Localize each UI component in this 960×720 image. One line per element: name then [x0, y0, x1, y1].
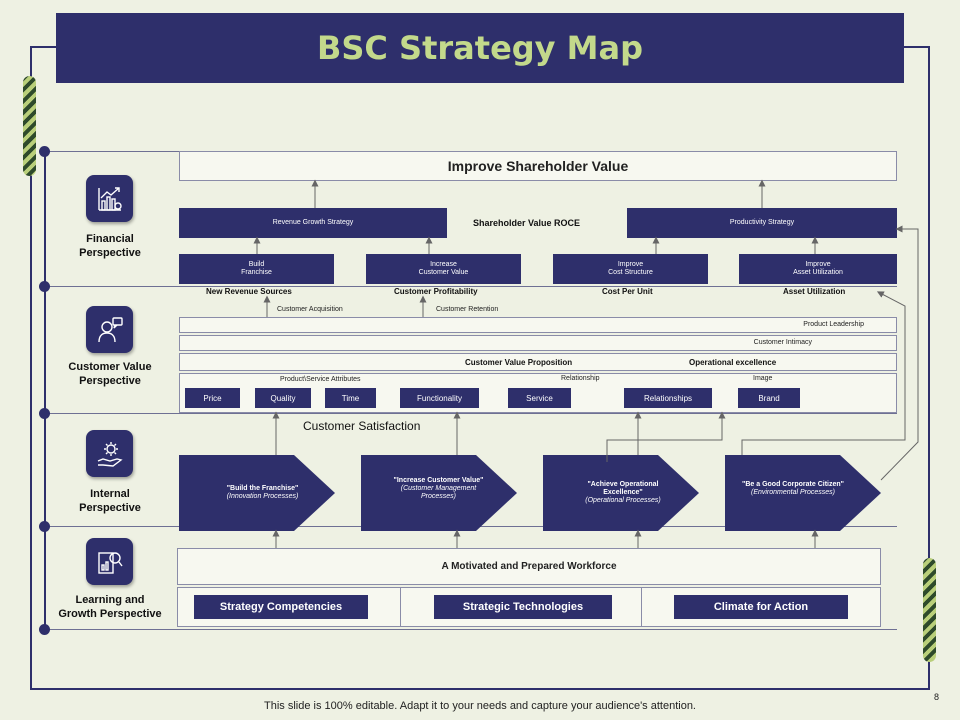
relationship-label: Relationship	[561, 375, 600, 382]
decorative-stripe-left	[23, 76, 36, 176]
new-revenue-sources-label: New Revenue Sources	[206, 287, 292, 296]
chart-growth-icon	[86, 175, 133, 222]
product-leadership-bar: Product Leadership	[179, 317, 897, 333]
rail-dot	[39, 146, 50, 157]
attribute-time: Time	[325, 388, 376, 408]
image-brand: Brand	[738, 388, 800, 408]
productivity-strategy-box: Productivity Strategy	[627, 208, 897, 238]
customer-profitability-label: Customer Profitability	[394, 287, 478, 296]
process-3-title: "Achieve Operational Excellence"	[587, 481, 659, 496]
customer-retention-label: Customer Retention	[436, 306, 499, 313]
arrow	[606, 411, 726, 462]
process-chevron-2	[361, 455, 517, 531]
build-franchise-box: Build Franchise	[179, 254, 334, 284]
process-2-sub: (Customer Management Processes)	[400, 485, 477, 500]
arrow	[741, 291, 906, 455]
rail-dot	[39, 281, 50, 292]
increase-customer-value-box: Increase Customer Value	[366, 254, 521, 284]
process-2-text: "Increase Customer Value" (Customer Mana…	[386, 477, 491, 501]
hand-gear-icon	[86, 430, 133, 477]
process-4-sub: (Environmental Processes)	[750, 489, 836, 496]
process-1-sub: (Innovation Processes)	[226, 493, 299, 500]
attribute-price: Price	[185, 388, 240, 408]
image-label: Image	[753, 375, 773, 382]
process-chevron-4	[725, 455, 881, 531]
value-proposition-header: Customer Value Proposition Operational e…	[179, 353, 897, 371]
center-label: Shareholder Value ROCE	[473, 218, 581, 228]
attribute-functionality: Functionality	[400, 388, 479, 408]
operational-excellence-text: Operational excellence	[689, 358, 777, 367]
process-chevron-3	[543, 455, 699, 531]
product-leadership-text: Product Leadership	[803, 321, 864, 328]
customer-satisfaction-label: Customer Satisfaction	[303, 419, 421, 433]
strategy-competencies-box: Strategy Competencies	[194, 595, 368, 619]
cost-per-unit-label: Cost Per Unit	[602, 287, 653, 296]
process-3-text: "Achieve Operational Excellence" (Operat…	[570, 481, 676, 505]
section-divider	[44, 286, 897, 287]
footer-note: This slide is 100% editable. Adapt it to…	[264, 700, 696, 712]
arrow	[880, 225, 919, 481]
rail-dot	[39, 521, 50, 532]
strategic-technologies-box: Strategic Technologies	[434, 595, 612, 619]
improve-asset-utilization-box: Improve Asset Utilization	[739, 254, 897, 284]
process-1-title: "Build the Franchise"	[226, 485, 299, 492]
improve-cost-structure-box: Improve Cost Structure	[553, 254, 708, 284]
revenue-strategy-box: Revenue Growth Strategy	[179, 208, 447, 238]
section-rail	[44, 150, 46, 630]
page-title: BSC Strategy Map	[316, 29, 644, 67]
internal-perspective-label: Internal Perspective	[79, 488, 141, 514]
page-number: 8	[934, 692, 940, 702]
value-proposition-text: Customer Value Proposition	[465, 358, 573, 367]
financial-perspective-label: Financial Perspective	[79, 233, 141, 259]
learning-divider	[400, 588, 401, 626]
process-4-title: "Be a Good Corporate Citizen"	[742, 481, 844, 488]
section-divider	[44, 413, 897, 414]
process-4-text: "Be a Good Corporate Citizen" (Environme…	[733, 481, 853, 497]
process-chevron-1	[179, 455, 335, 531]
customer-chat-icon	[86, 306, 133, 353]
attributes-label: Product\Service Attributes	[280, 376, 361, 383]
customer-acquisition-label: Customer Acquisition	[277, 306, 343, 313]
title-banner: BSC Strategy Map	[56, 13, 904, 83]
report-search-icon	[86, 538, 133, 585]
workforce-text: A Motivated and Prepared Workforce	[441, 561, 617, 572]
top-goal-box: Improve Shareholder Value	[179, 151, 897, 181]
relationship-relationships: Relationships	[624, 388, 712, 408]
top-goal-text: Improve Shareholder Value	[447, 158, 629, 174]
decorative-stripe-right	[923, 558, 936, 662]
learning-divider	[641, 588, 642, 626]
customer-perspective-label: Customer Value Perspective	[68, 361, 152, 387]
rail-dot	[39, 624, 50, 635]
climate-for-action-box: Climate for Action	[674, 595, 848, 619]
attribute-quality: Quality	[255, 388, 311, 408]
workforce-box: A Motivated and Prepared Workforce	[177, 548, 881, 585]
process-1-text: "Build the Franchise" (Innovation Proces…	[200, 485, 325, 501]
asset-utilization-label: Asset Utilization	[783, 287, 846, 296]
section-divider	[44, 629, 897, 630]
relationship-service: Service	[508, 388, 571, 408]
rail-dot	[39, 408, 50, 419]
learning-perspective-label: Learning and Growth Perspective	[58, 594, 162, 620]
process-2-title: "Increase Customer Value"	[393, 477, 484, 484]
customer-intimacy-text: Customer Intimacy	[753, 339, 812, 346]
process-3-sub: (Operational Processes)	[585, 497, 661, 504]
customer-intimacy-bar: Customer Intimacy	[179, 335, 897, 351]
